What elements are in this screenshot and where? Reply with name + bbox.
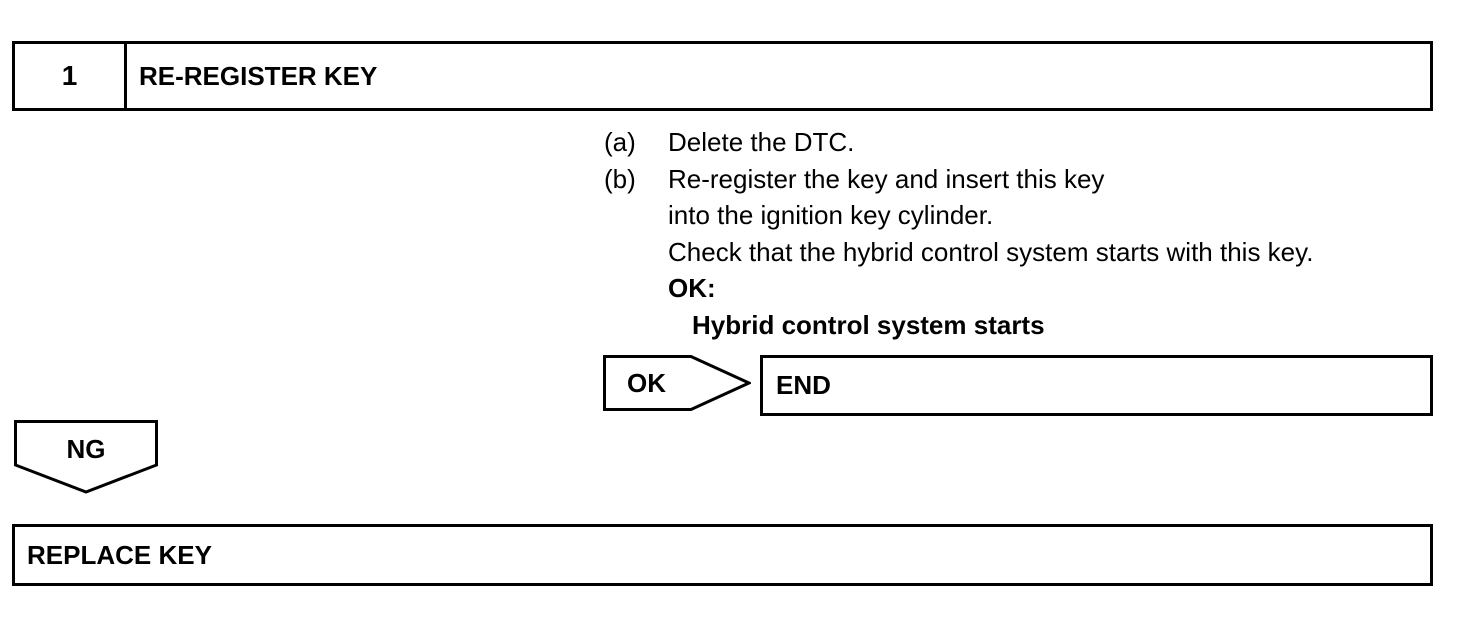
instruction-b-line-3: Check that the hybrid control system sta… xyxy=(668,236,1314,267)
instruction-a: (a) Delete the DTC. xyxy=(604,124,1313,161)
instructions: (a) Delete the DTC. (b) Re-register the … xyxy=(604,124,1313,343)
right-arrow-icon xyxy=(603,355,751,411)
down-arrow-icon xyxy=(14,420,158,494)
ng-arrow: NG xyxy=(14,420,158,494)
ok-criteria-value: Hybrid control system starts xyxy=(692,309,1045,340)
step-header: 1 RE-REGISTER KEY xyxy=(12,41,1433,111)
instruction-a-label: (a) xyxy=(604,127,636,157)
instruction-a-text: Delete the DTC. xyxy=(668,127,855,157)
ok-criteria-heading: OK: xyxy=(668,273,716,303)
instruction-b: (b) Re-register the key and insert this … xyxy=(604,161,1313,198)
end-box: END xyxy=(760,355,1433,416)
step-title: RE-REGISTER KEY xyxy=(139,60,378,91)
instruction-b-label: (b) xyxy=(604,163,636,194)
ok-arrow: OK xyxy=(603,355,751,411)
replace-key-box: REPLACE KEY xyxy=(12,524,1433,586)
ng-arrow-label: NG xyxy=(66,434,106,464)
ok-arrow-label: OK xyxy=(627,367,666,398)
instruction-b-line-1: Re-register the key and insert this key xyxy=(668,163,1105,194)
instruction-b-line-2: into the ignition key cylinder. xyxy=(668,200,994,230)
step-number: 1 xyxy=(15,44,127,108)
